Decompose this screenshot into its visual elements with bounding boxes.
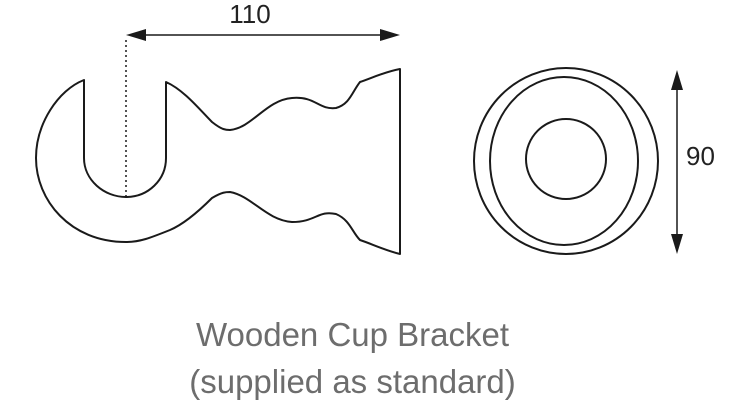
end-view-inner-ring <box>489 76 639 246</box>
end-view-center-hole <box>525 118 607 200</box>
height-dimension: 90 <box>671 70 715 254</box>
height-arrowhead-bottom <box>671 234 683 254</box>
bracket-end-view <box>473 67 659 255</box>
width-dimension-label: 110 <box>229 0 270 29</box>
height-arrowhead-top <box>671 70 683 90</box>
width-arrowhead-right <box>380 29 400 41</box>
width-arrowhead-left <box>126 29 146 41</box>
bracket-side-view-outline <box>35 68 401 255</box>
caption-subtitle: (supplied as standard) <box>189 363 516 400</box>
width-dimension: 110 <box>125 0 400 197</box>
end-view-outer-ring <box>473 67 659 255</box>
caption-title: Wooden Cup Bracket <box>195 316 510 353</box>
height-dimension-label: 90 <box>686 141 715 171</box>
